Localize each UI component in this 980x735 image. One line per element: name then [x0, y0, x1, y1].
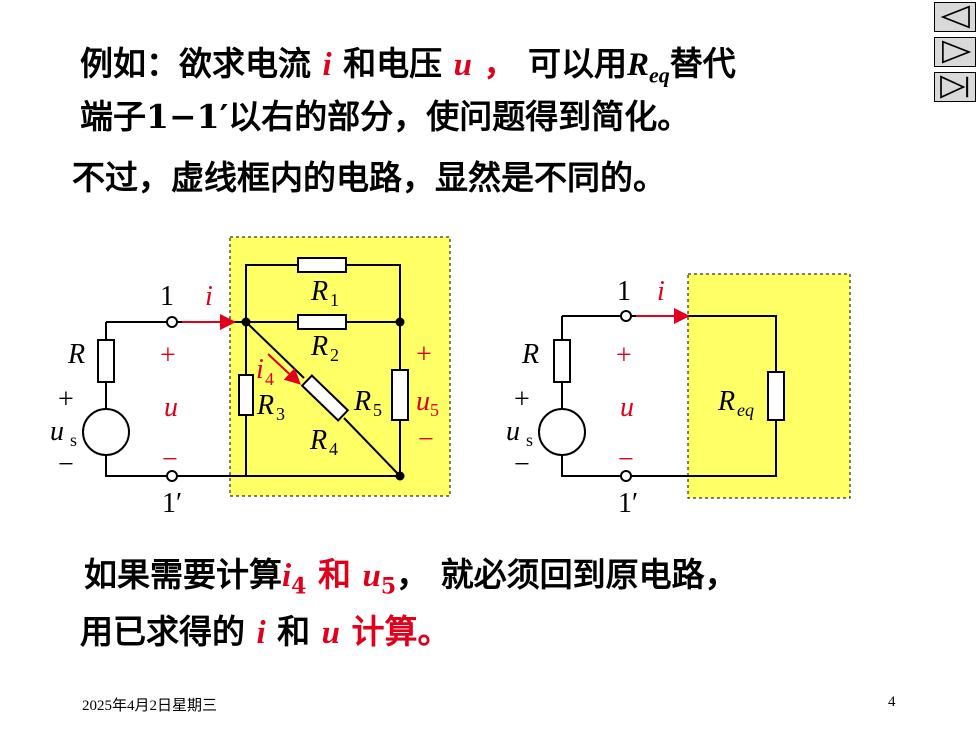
svg-text:u: u	[506, 416, 520, 447]
text-line-4: 如果需要计算i4 和 u5， 就必须回到原电路，	[84, 555, 738, 600]
svg-text:R: R	[310, 331, 328, 362]
svg-text:R: R	[309, 425, 327, 456]
triangle-left-icon	[940, 5, 970, 29]
svg-text:+: +	[160, 340, 176, 371]
svg-text:i: i	[205, 281, 213, 312]
svg-text:+: +	[616, 340, 632, 371]
text-line-5: 用已求得的 i 和 u 计算。	[80, 612, 451, 651]
svg-text:R: R	[67, 339, 85, 370]
svg-text:3: 3	[276, 404, 285, 424]
svg-text:i: i	[657, 276, 665, 307]
svg-text:−: −	[514, 449, 530, 480]
svg-text:1: 1	[160, 281, 174, 312]
text-line-1: 例如：欲求电流 i 和电压 u ， 可以用Req替代	[80, 44, 736, 88]
svg-text:u: u	[620, 392, 634, 423]
footer-date: 2025年4月2日星期三	[82, 698, 218, 714]
svg-text:+: +	[58, 384, 74, 415]
next-slide-button[interactable]	[934, 37, 976, 67]
left-terminal-1prime	[166, 470, 178, 482]
svg-text:−: −	[162, 444, 178, 475]
svg-text:R: R	[256, 390, 274, 421]
svg-text:u: u	[50, 416, 64, 447]
svg-text:−: −	[618, 444, 634, 475]
R4-resistor	[300, 374, 350, 422]
right-terminal-1prime	[620, 470, 632, 482]
svg-text:u: u	[164, 392, 178, 423]
svg-text:R: R	[310, 276, 328, 307]
text-line-3: 不过，虚线框内的电路，显然是不同的。	[72, 158, 666, 197]
right-R-resistor	[553, 339, 571, 383]
left-voltage-source	[82, 408, 130, 456]
svg-text:R: R	[353, 386, 371, 417]
right-voltage-source	[538, 408, 586, 456]
left-R-resistor	[97, 339, 115, 383]
svg-text:+: +	[514, 384, 530, 415]
svg-text:1′: 1′	[618, 488, 638, 519]
svg-text:2: 2	[330, 345, 339, 365]
R1-resistor	[297, 257, 347, 273]
page-number: 4	[888, 694, 896, 710]
svg-text:1: 1	[330, 290, 339, 310]
svg-text:−: −	[418, 424, 434, 455]
svg-text:4: 4	[265, 369, 274, 389]
svg-text:−: −	[58, 449, 74, 480]
left-dashed-box	[229, 236, 451, 497]
right-circuit: 1 1′ i + u − R + u s − R eq	[506, 273, 851, 519]
R2-resistor	[297, 314, 347, 330]
R5-resistor	[391, 369, 409, 421]
svg-text:4: 4	[329, 439, 338, 459]
svg-text:u: u	[416, 386, 430, 417]
triangle-right-icon	[942, 40, 972, 64]
Req-resistor	[767, 371, 785, 421]
last-slide-button[interactable]	[934, 72, 976, 102]
i4-arrow	[267, 353, 301, 385]
previous-slide-button[interactable]	[934, 2, 976, 32]
skip-end-icon	[940, 75, 969, 99]
svg-text:s: s	[526, 430, 533, 450]
svg-text:R: R	[717, 386, 735, 417]
R3-resistor	[238, 374, 254, 416]
text-line-2: 端子1−1′以右的部分，使问题得到简化。	[80, 97, 691, 136]
svg-text:5: 5	[373, 400, 382, 420]
svg-text:1: 1	[617, 276, 631, 307]
left-circuit: 1 1′ i + u − R + u s − R 1 R 2 R 3 R 4 R…	[50, 236, 451, 519]
left-terminal-1	[166, 316, 178, 328]
svg-text:1′: 1′	[162, 488, 182, 519]
svg-text:5: 5	[430, 400, 439, 420]
svg-text:s: s	[70, 430, 77, 450]
svg-text:R: R	[521, 339, 539, 370]
svg-text:+: +	[416, 339, 432, 370]
svg-text:i: i	[256, 354, 264, 385]
svg-text:eq: eq	[737, 400, 754, 420]
right-terminal-1	[620, 310, 632, 322]
